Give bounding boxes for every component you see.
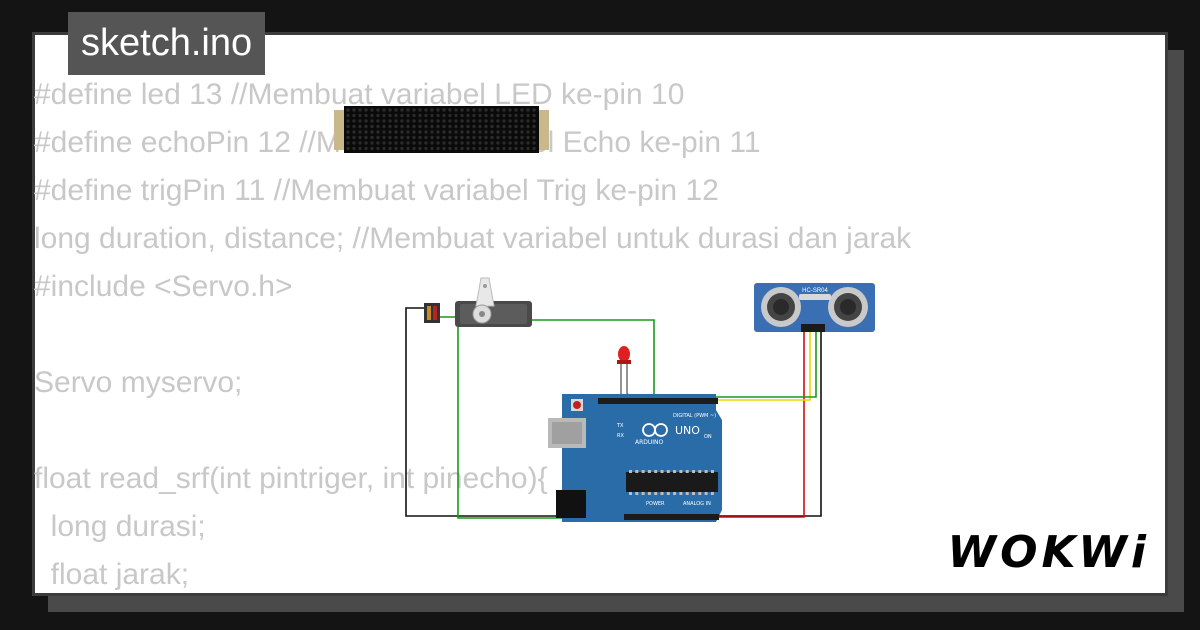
wire-green-servo-pin — [530, 319, 655, 400]
wire-black-servo-gnd — [405, 307, 822, 517]
wire-yellow-sensor-trig — [710, 330, 811, 401]
arduino-uno-board: UNO ARDUINO DIGITAL (PWM ~) ON TX RX POW… — [548, 394, 722, 522]
code-line: long duration, distance; //Membuat varia… — [34, 222, 912, 255]
board-analog-label: ANALOG IN — [683, 501, 711, 507]
board-model-label: UNO — [675, 424, 700, 437]
code-line: float read_srf(int pintriger, int pinech… — [34, 462, 548, 495]
sensor-label: HC-SR04 — [802, 288, 828, 294]
code-line: long durasi; — [34, 510, 206, 543]
red-led — [617, 346, 631, 364]
wire-red-sensor-vcc — [700, 330, 805, 518]
code-line: #define trigPin 11 //Membuat variabel Tr… — [34, 174, 719, 207]
code-preview: #define led 13 //Membuat variabel LED ke… — [34, 71, 911, 599]
led-matrix — [334, 106, 549, 153]
code-line: #define led 13 //Membuat variabel LED ke… — [34, 78, 685, 111]
wire-green-sensor-echo — [700, 330, 817, 398]
board-on-label: ON — [704, 434, 712, 440]
code-line: Servo myservo; — [34, 366, 243, 399]
board-tx-label: TX — [616, 423, 624, 429]
board-rx-label: RX — [617, 433, 624, 439]
board-brand-label: ARDUINO — [635, 439, 664, 446]
sketch-filename: sketch.ino — [68, 12, 266, 75]
code-line: float jarak; — [34, 558, 190, 591]
board-power-label: POWER — [646, 501, 665, 507]
wokwi-logo: WOKWi — [947, 527, 1150, 578]
code-line: #include <Servo.h> — [34, 270, 293, 303]
board-digital-label: DIGITAL (PWM ~) — [673, 413, 716, 419]
servo-motor — [424, 277, 532, 327]
ultrasonic-sensor: HC-SR04 — [754, 283, 875, 332]
